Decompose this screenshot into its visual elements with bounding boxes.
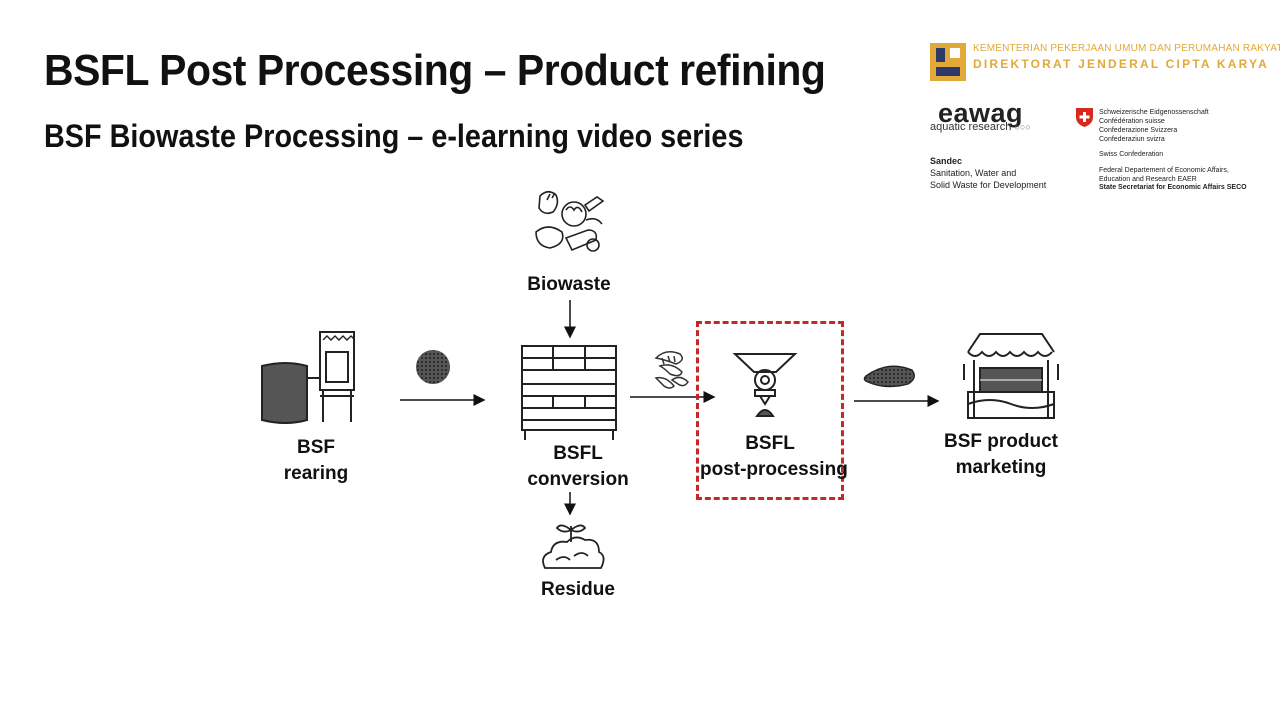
rearing-cage-icon (261, 331, 355, 424)
page-subtitle: BSF Biowaste Processing – e-learning vid… (44, 118, 744, 154)
eawag-tagline: aquatic research ○○○ (930, 121, 1031, 133)
swiss-confederation: Swiss Confederation (1099, 151, 1164, 158)
sandec-title: Sandec (930, 156, 963, 166)
residue-compost-icon (542, 524, 605, 569)
seco-name: State Secretariat for Economic Affairs S… (1099, 184, 1247, 191)
sandec-line1: Sanitation, Water and (930, 168, 1017, 178)
sandec-line2: Solid Waste for Development (930, 180, 1047, 190)
biowaste-icon (535, 190, 605, 252)
swiss-line-2: Confédération suisse (1099, 118, 1165, 125)
biowaste-label: Biowaste (527, 274, 611, 295)
seco-line-2: Education and Research EAER (1099, 176, 1197, 183)
market-stall-icon (963, 333, 1059, 419)
swiss-line-4: Confederaziun svizra (1099, 136, 1165, 143)
swiss-line-3: Confederazione Svizzera (1099, 127, 1178, 134)
pu-ministry-text: KEMENTERIAN PEKERJAAN UMUM DAN PERUMAHAN… (973, 43, 1280, 54)
swiss-line-1: Schweizerische Eidgenossenschaft (1099, 109, 1209, 116)
swiss-flag-icon (1076, 108, 1093, 127)
conversion-rack-icon (521, 345, 617, 440)
larvae-icon (654, 351, 689, 389)
page-title: BSFL Post Processing – Product refining (44, 46, 826, 95)
seco-line-1: Federal Departement of Economic Affairs, (1099, 167, 1229, 174)
products-icon (863, 365, 915, 388)
eggs-icon (416, 350, 450, 384)
pu-directorate-text: DIREKTORAT JENDERAL CIPTA KARYA (973, 57, 1270, 71)
eawag-logo: eawag (938, 98, 1024, 128)
post-processing-highlight (696, 321, 844, 500)
pu-logo-icon (930, 43, 966, 81)
residue-label: Residue (541, 579, 615, 600)
post-processing-grinder-icon (732, 353, 798, 417)
